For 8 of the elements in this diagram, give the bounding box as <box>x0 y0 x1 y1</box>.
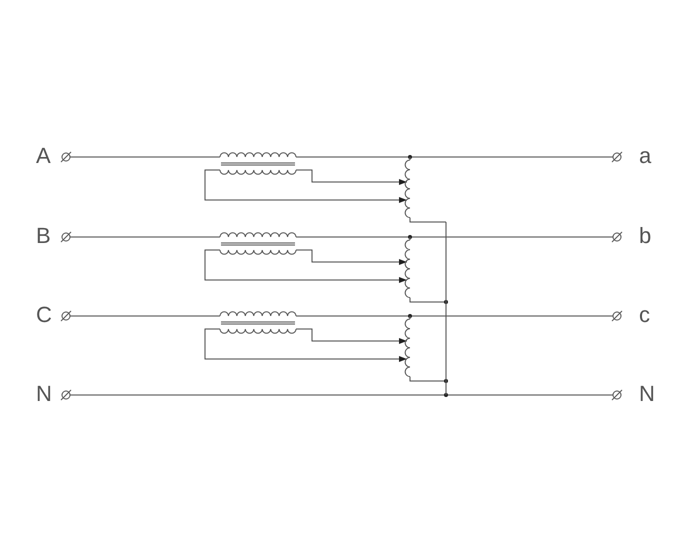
terminal-label: b <box>639 225 652 247</box>
terminal-label: c <box>639 304 650 326</box>
terminal-label: A <box>36 145 51 167</box>
terminal-label: N <box>639 383 655 405</box>
terminal-label: B <box>36 225 51 247</box>
terminal-label: a <box>639 145 652 167</box>
terminal-label: C <box>36 304 52 326</box>
terminal-label: N <box>36 383 52 405</box>
